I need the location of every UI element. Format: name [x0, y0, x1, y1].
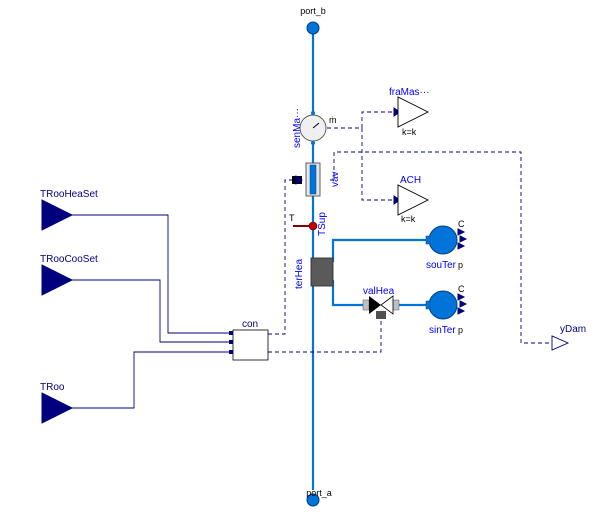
- souTer-input-T: [459, 235, 468, 243]
- TSup-bulb[interactable]: [308, 221, 318, 231]
- output-yDam[interactable]: yDam: [551, 324, 586, 351]
- ACH-label: ACH: [400, 175, 421, 186]
- vav-damper[interactable]: vav: [292, 162, 341, 197]
- port-b-label: port_b: [300, 6, 326, 16]
- vav-flow-passage: [309, 164, 317, 195]
- valHea-actuator: [376, 311, 386, 319]
- input-TRooCooSet[interactable]: TRooCooSet: [40, 254, 98, 296]
- yDam-output-icon[interactable]: [551, 335, 570, 351]
- input-TRoo[interactable]: TRoo: [40, 382, 74, 424]
- terHea-label: terHea: [294, 259, 305, 289]
- mass-flow-sensor[interactable]: ṁ senMa···: [292, 108, 337, 148]
- temperature-sensor-TSup[interactable]: T TSup: [289, 212, 328, 236]
- port-a[interactable]: port_a: [306, 488, 332, 507]
- damper-position-signal[interactable]: [330, 151, 552, 344]
- TSup-label: TSup: [317, 212, 328, 236]
- gain-fraMas[interactable]: fraMas··· k=k: [389, 87, 430, 137]
- TRoo-input-icon[interactable]: [41, 392, 74, 424]
- controller-input-3: [229, 350, 233, 354]
- damper-control-signal[interactable]: [268, 179, 296, 335]
- sinTer-input-p: [457, 307, 466, 315]
- port-b[interactable]: port_b: [300, 6, 326, 35]
- input-TRooHeaSet[interactable]: TRooHeaSet: [40, 189, 98, 231]
- TRooCooSet-label: TRooCooSet: [40, 254, 98, 265]
- ACH-gain-label: k=k: [401, 214, 416, 224]
- fraMas-label: fraMas···: [389, 87, 430, 98]
- sinTer-port: [425, 300, 431, 310]
- yDam-label: yDam: [560, 324, 586, 335]
- signal-connections: [72, 107, 552, 409]
- gain-ACH[interactable]: ACH k=k: [397, 175, 430, 224]
- port-a-connector[interactable]: [306, 493, 320, 507]
- mass-flow-sensor-port-bottom: [311, 141, 315, 145]
- terHea-coil[interactable]: [310, 257, 334, 287]
- valHea-label: valHea: [363, 286, 395, 297]
- TRoo-label: TRoo: [40, 382, 65, 393]
- sinTer-input-C: [457, 293, 466, 301]
- TRooCooSet-input-icon[interactable]: [41, 264, 74, 296]
- controller-con[interactable]: con: [229, 319, 269, 361]
- valHea-port-in: [362, 299, 370, 311]
- souTer-port: [425, 235, 431, 245]
- port-a-label: port_a: [306, 488, 332, 498]
- vav-label: vav: [330, 171, 341, 187]
- souTer-input-p: [457, 242, 466, 250]
- port-b-connector[interactable]: [306, 21, 320, 35]
- fraMas-input-arrow: [393, 107, 401, 117]
- heating-valve-valHea[interactable]: valHea: [362, 286, 400, 319]
- souTer-source-icon[interactable]: [428, 225, 458, 255]
- mass-flow-sensor-label: senMa···: [292, 108, 303, 148]
- valHea-body-right[interactable]: [380, 295, 394, 315]
- sinTer-label: sinTer: [429, 325, 456, 336]
- souTer-C-label: C: [458, 219, 465, 229]
- sinTer-input-T: [459, 300, 468, 308]
- valHea-body-left[interactable]: [369, 296, 381, 314]
- ACH-input-arrow: [393, 195, 401, 205]
- boundary-sinTer[interactable]: C p sinTer: [425, 284, 468, 336]
- boundary-souTer[interactable]: C p souTer: [425, 219, 468, 271]
- TSup-temp-label: T: [289, 213, 295, 223]
- heating-setpoint-signal[interactable]: [72, 214, 232, 334]
- TRooHeaSet-label: TRooHeaSet: [40, 189, 98, 200]
- terminal-to-source-line[interactable]: [331, 238, 428, 262]
- valve-control-signal[interactable]: [268, 318, 382, 353]
- room-temp-signal[interactable]: [72, 351, 232, 409]
- TRooHeaSet-input-icon[interactable]: [41, 199, 74, 231]
- mass-flow-to-ACH-signal[interactable]: [327, 127, 394, 201]
- sinTer-C-label: C: [458, 284, 465, 294]
- souTer-input-C: [457, 228, 466, 236]
- controller-box[interactable]: [232, 329, 269, 361]
- mass-flow-sensor-needle: [312, 122, 320, 129]
- ACH-gain-icon[interactable]: [397, 184, 430, 216]
- cooling-setpoint-signal[interactable]: [72, 279, 232, 343]
- sinTer-p-label: p: [458, 325, 463, 335]
- controller-input-1: [229, 331, 233, 335]
- mass-flow-to-fraMas-signal[interactable]: [327, 111, 394, 129]
- mass-flow-sensor-output-label: ṁ: [329, 115, 337, 125]
- fraMas-gain-label: k=k: [402, 127, 417, 137]
- controller-label: con: [242, 319, 258, 330]
- fraMas-gain-icon[interactable]: [397, 96, 430, 128]
- souTer-label: souTer: [426, 260, 457, 271]
- controller-input-2: [229, 340, 233, 344]
- mass-flow-sensor-port-top: [311, 111, 315, 115]
- sinTer-sink-icon[interactable]: [428, 290, 458, 320]
- valHea-port-out: [392, 299, 400, 311]
- heating-terminal-terHea[interactable]: terHea: [294, 257, 334, 289]
- souTer-p-label: p: [458, 260, 463, 270]
- vav-actuator-input: [295, 175, 303, 185]
- terminal-to-valve-line[interactable]: [331, 280, 366, 307]
